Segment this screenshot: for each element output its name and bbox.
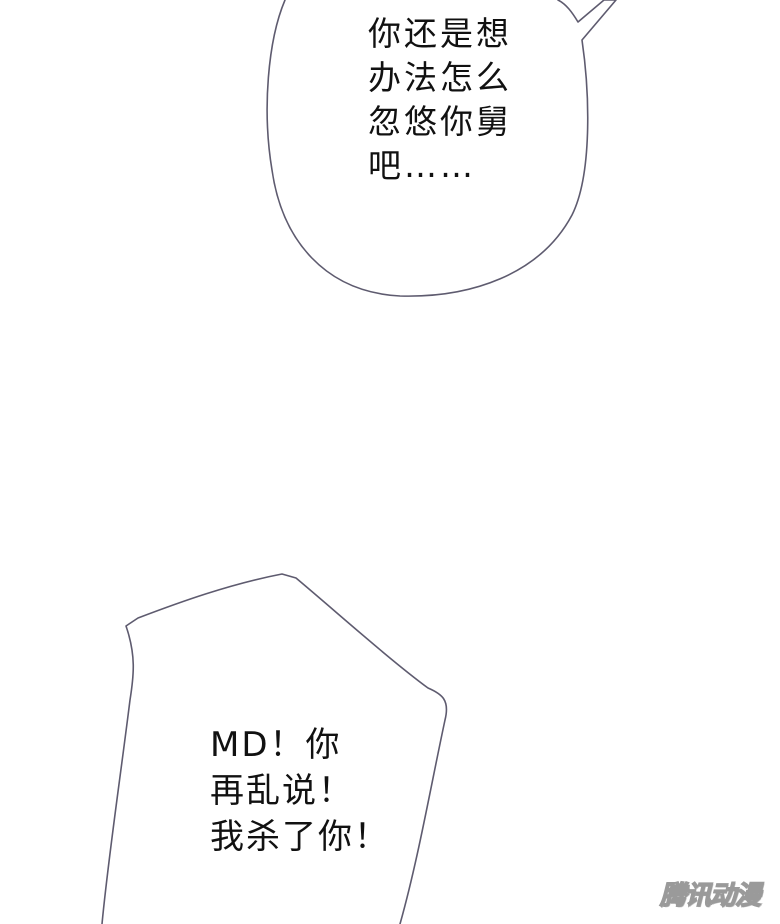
speech-bubble-bottom	[101, 573, 448, 924]
speech-line: MD！你	[210, 725, 342, 765]
speech-line: 吧……	[368, 146, 476, 185]
speech-line: 办法怎么	[368, 58, 512, 97]
speech-line: 我杀了你！	[210, 817, 390, 857]
speech-line: 你还是想	[368, 14, 512, 53]
speech-line: 忽悠你舅	[368, 102, 512, 141]
speech-line: 再乱说！	[210, 771, 354, 811]
speech-text-top: 你还是想 办法怎么 忽悠你舅 吧……	[368, 12, 512, 188]
watermark-logo: 腾讯动漫	[659, 880, 761, 911]
speech-text-bottom: MD！你 再乱说！ 我杀了你！	[210, 722, 390, 860]
speech-bubble-top	[266, 0, 617, 297]
